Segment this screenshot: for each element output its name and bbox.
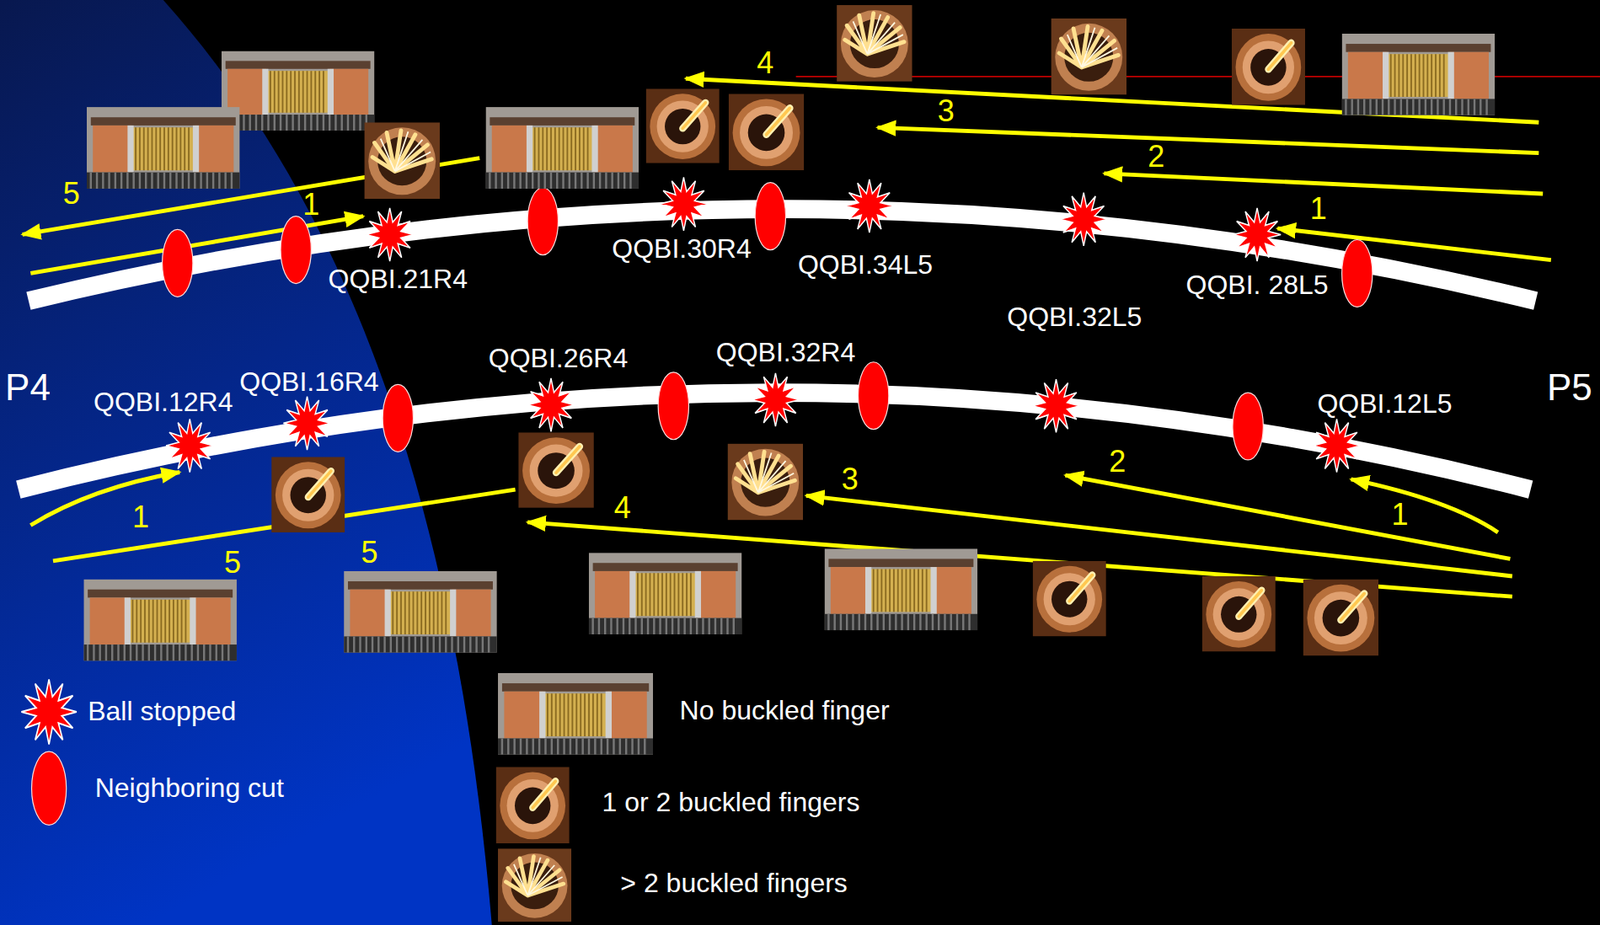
callout-number: 4 — [614, 492, 632, 524]
magnet-label: QQBI.34L5 — [797, 251, 933, 280]
callout-number: 1 — [302, 189, 320, 220]
legend-text: 1 or 2 buckled fingers — [602, 787, 861, 818]
magnet-label: QQBI.12R4 — [93, 388, 233, 418]
callout-number: 1 — [132, 502, 150, 533]
rf-finger-photos — [83, 5, 1495, 661]
callout-number: 2 — [1147, 141, 1165, 172]
callout-number: 2 — [1108, 446, 1126, 477]
callout-number: 3 — [841, 464, 859, 495]
legend-text: Neighboring cut — [95, 773, 284, 803]
callout-number: 5 — [360, 537, 378, 568]
callout-number: 3 — [937, 96, 955, 127]
magnet-label: QQBI.30R4 — [611, 235, 751, 264]
point-label: P5 — [1546, 368, 1593, 407]
ball-stopped-markers — [165, 177, 1360, 473]
callout-number: 4 — [756, 48, 774, 79]
magnet-label: QQBI.16R4 — [239, 368, 379, 397]
legend-samples — [21, 673, 653, 922]
magnet-label: QQBI.26R4 — [488, 344, 628, 374]
callout-number: 1 — [1391, 499, 1409, 530]
magnet-label: QQBI.32L5 — [1006, 303, 1142, 332]
ball-path-arrows — [22, 78, 1552, 597]
callout-number: 1 — [1310, 193, 1328, 225]
legend-text: Ball stopped — [87, 696, 236, 727]
neighboring-cuts — [162, 182, 1373, 461]
legend-text: No buckled finger — [679, 695, 890, 726]
callout-number: 5 — [224, 547, 241, 578]
callout-number: 5 — [63, 178, 81, 209]
magnet-label: QQBI.21R4 — [328, 265, 468, 295]
magnet-label: QQBI.32R4 — [716, 338, 856, 368]
magnet-label: QQBI.12L5 — [1316, 390, 1452, 419]
legend-text: > 2 buckled fingers — [620, 868, 848, 899]
point-label: P4 — [5, 368, 51, 407]
magnet-label: QQBI. 28L5 — [1186, 271, 1329, 300]
